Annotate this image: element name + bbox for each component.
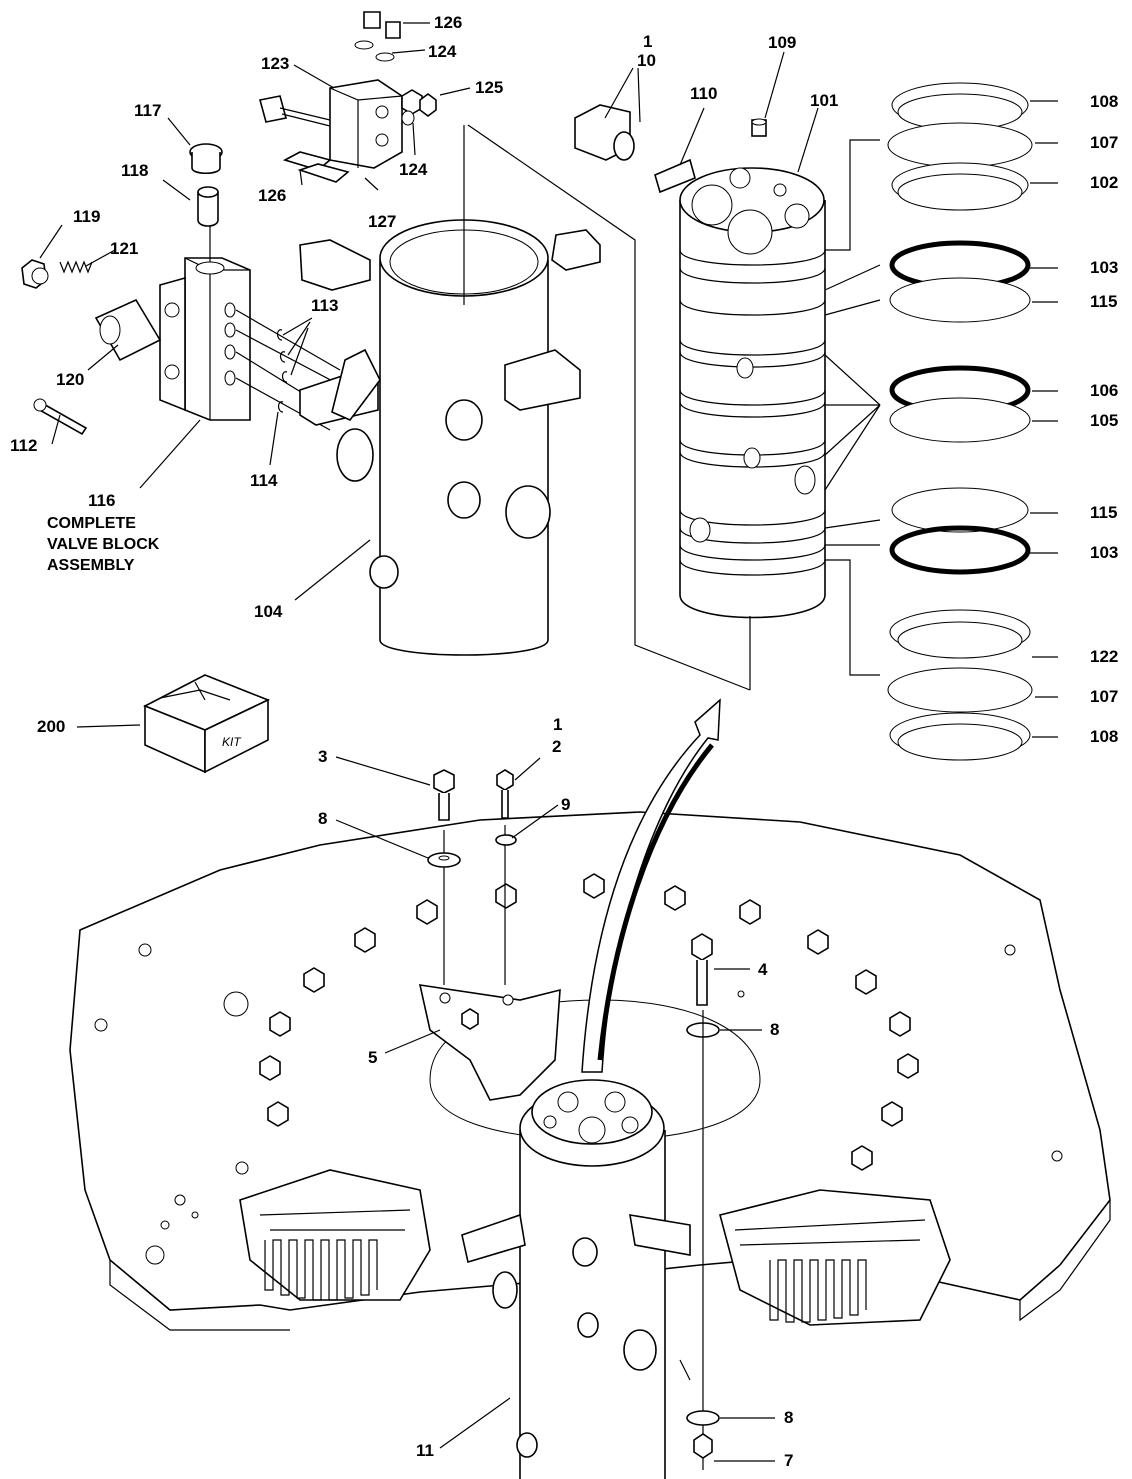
callout-109: 109 [768, 33, 797, 52]
callout-8-middle: 8 [770, 1020, 780, 1039]
hardware-stack [427, 769, 720, 1470]
callout-123: 123 [261, 54, 290, 73]
callout-120: 120 [56, 370, 85, 389]
callout-2: 2 [552, 737, 562, 756]
rotary-manifold-installed [461, 1079, 691, 1479]
installation-arrow [581, 698, 721, 1073]
callout-124-mid: 124 [399, 160, 428, 179]
callout-113: 113 [311, 296, 339, 315]
callout-108-bottom: 108 [1090, 727, 1119, 746]
callout-4: 4 [758, 960, 768, 979]
callout-8-upper: 8 [318, 809, 328, 828]
callout-127: 127 [368, 212, 397, 231]
callout-103-top: 103 [1090, 258, 1119, 277]
callout-119: 119 [73, 207, 101, 226]
rotary-spool-101 [467, 104, 826, 691]
callout-106: 106 [1090, 381, 1119, 400]
callout-7: 7 [784, 1451, 794, 1470]
callout-1-bolt: 1 [553, 715, 563, 734]
callout-104: 104 [254, 602, 283, 621]
callout-1-fitting: 1 [643, 32, 653, 51]
valve-block-116 [159, 257, 251, 421]
callout-107-bottom: 107 [1090, 687, 1119, 706]
valve-block-note: COMPLETE VALVE BLOCK ASSEMBLY [47, 515, 160, 574]
callout-117: 117 [134, 101, 162, 120]
callout-101: 101 [810, 91, 839, 110]
callout-leader-lines [39, 22, 1058, 1462]
callout-124-top: 124 [428, 42, 457, 61]
callout-126-top: 126 [434, 13, 463, 32]
callout-107-top: 107 [1090, 133, 1119, 152]
callout-110: 110 [690, 84, 718, 103]
callout-103-bottom: 103 [1090, 543, 1119, 562]
kit-box-200: KIT [143, 674, 271, 774]
bolt-ring [259, 873, 919, 1171]
callout-125: 125 [475, 78, 504, 97]
callout-200: 200 [37, 717, 66, 736]
callout-108-top: 108 [1090, 92, 1119, 111]
callout-102: 102 [1090, 173, 1119, 192]
callout-8-lower: 8 [784, 1408, 794, 1427]
callout-5: 5 [368, 1048, 378, 1067]
callout-3: 3 [318, 747, 328, 766]
callout-112: 112 [10, 436, 38, 455]
callout-116: 116 [88, 491, 116, 510]
callout-11: 11 [416, 1441, 434, 1460]
gear-teeth-left [264, 1239, 378, 1301]
callout-118: 118 [121, 161, 149, 180]
kit-box-text: KIT [222, 735, 242, 749]
valve-parts [21, 143, 341, 436]
callout-126-mid: 126 [258, 186, 287, 205]
callout-114: 114 [250, 471, 278, 490]
solenoid-valve-123 [259, 11, 437, 183]
gear-teeth-right [769, 1259, 867, 1323]
callout-115-bottom: 115 [1090, 503, 1118, 522]
callout-105: 105 [1090, 411, 1119, 430]
callout-115-top: 115 [1090, 292, 1118, 311]
callout-10: 10 [637, 51, 656, 70]
seal-rings [824, 82, 1033, 761]
callout-122: 122 [1090, 647, 1119, 666]
callout-9: 9 [561, 795, 571, 814]
manifold-housing-104 [299, 125, 601, 656]
callout-121: 121 [110, 239, 139, 258]
